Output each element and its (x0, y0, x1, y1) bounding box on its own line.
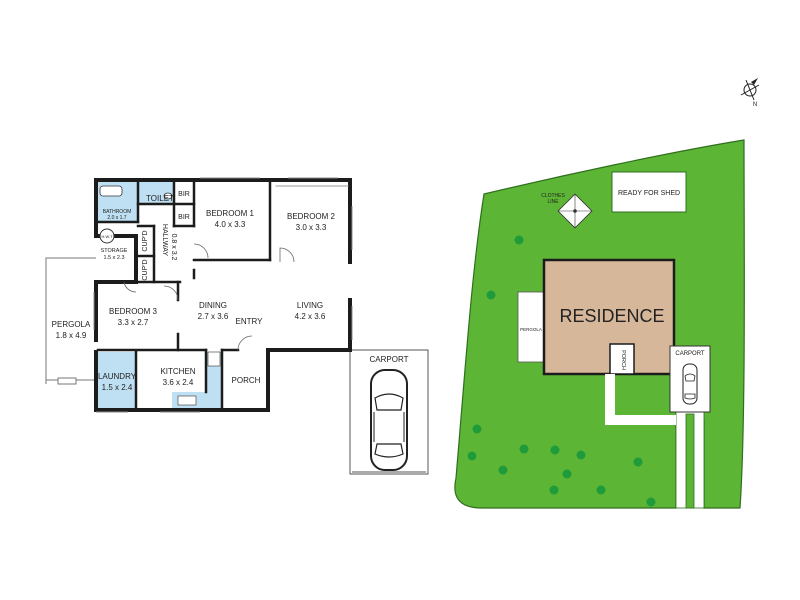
floor-plan: BATHROOM 2.0 x 1.7 TOILET BIR BIR BEDROO… (45, 177, 429, 475)
bir-bottom-label: BIR (178, 214, 190, 221)
tree-icon (633, 457, 643, 467)
trees (467, 235, 656, 507)
north-label: N (753, 102, 757, 108)
shed-label: READY FOR SHED (618, 190, 680, 197)
site-porch-label: PORCH (620, 350, 626, 370)
tree-icon (486, 290, 496, 300)
tree-icon (519, 444, 529, 454)
shed-area (611, 171, 687, 213)
tree-icon (646, 497, 656, 507)
windows (93, 177, 353, 413)
kitchen-size: 3.6 x 2.4 (163, 378, 194, 387)
bedroom3-label: BEDROOM 3 (109, 307, 158, 316)
pergola-label: PERGOLA (52, 320, 91, 329)
site-pergola-label: PERGOLA (520, 327, 542, 332)
bathtub-icon (99, 185, 123, 197)
hallway-size: 0.8 x 3.2 (170, 234, 177, 261)
storage-label: STORAGE (101, 248, 128, 254)
entry-label: ENTRY (236, 317, 264, 326)
dining-label: DINING (199, 301, 227, 310)
tree-icon (472, 424, 482, 434)
north-arrow-icon (740, 78, 760, 101)
sink-icon (177, 395, 197, 406)
porch-path (605, 374, 676, 425)
bir-top-label: BIR (178, 191, 190, 198)
hwt-label: H.W.T (101, 234, 113, 239)
cupd-lower-label: CUP'D (142, 259, 149, 280)
residence-label: RESIDENCE (559, 306, 664, 326)
bedroom1-size: 4.0 x 3.3 (215, 220, 246, 229)
bedroom3-size: 3.3 x 2.7 (118, 318, 149, 327)
tree-icon (549, 485, 559, 495)
site-car-icon (682, 363, 698, 405)
kitchen-label: KITCHEN (160, 367, 195, 376)
cupd-upper-label: CUP'D (142, 230, 149, 251)
site-carport-label: CARPORT (675, 351, 705, 357)
tree-icon (576, 450, 586, 460)
pergola-frame (45, 257, 96, 385)
stove-icon (207, 351, 221, 367)
dining-size: 2.7 x 3.6 (198, 312, 229, 321)
carport-label: CARPORT (370, 355, 409, 364)
bedroom2-label: BEDROOM 2 (287, 212, 336, 221)
clothes-line-icon (557, 193, 593, 229)
bedroom2-size: 3.0 x 3.3 (296, 223, 327, 232)
living-size: 4.2 x 3.6 (295, 312, 326, 321)
carport-frame (349, 349, 429, 475)
hwt-icon (99, 228, 115, 244)
bedroom1-label: BEDROOM 1 (206, 209, 255, 218)
door-swings (123, 243, 295, 351)
tree-icon (498, 465, 508, 475)
driveway (675, 399, 705, 509)
clothes-line-label-1: CLOTHES (541, 193, 565, 199)
laundry-tiles (98, 352, 136, 408)
bathroom-size: 2.0 x 1.7 (107, 215, 126, 221)
tree-icon (467, 451, 477, 461)
storage-size: 1.5 x 2.3 (103, 255, 124, 261)
porch-label: PORCH (232, 376, 261, 385)
pergola-size: 1.8 x 4.9 (56, 331, 87, 340)
living-label: LIVING (297, 301, 323, 310)
site-porch (609, 343, 635, 375)
bathroom-label: BATHROOM (103, 209, 132, 215)
toilet-icon (163, 192, 173, 200)
site-pergola (517, 291, 545, 363)
tree-icon (514, 235, 524, 245)
laundry-size: 1.5 x 2.4 (102, 383, 133, 392)
car-icon (370, 369, 408, 471)
tree-icon (596, 485, 606, 495)
tree-icon (562, 469, 572, 479)
residence (542, 258, 676, 376)
laundry-label: LAUNDRY (98, 372, 137, 381)
tree-icon (550, 445, 560, 455)
exterior-walls (94, 178, 352, 412)
toilet-label: TOILET (146, 194, 174, 203)
clothes-line-label-2: LINE (547, 199, 559, 205)
site-plan: N READY FOR SHED CLOTHES LINE PERGOLA RE… (454, 78, 760, 509)
hallway-label: HALLWAY (161, 224, 168, 256)
